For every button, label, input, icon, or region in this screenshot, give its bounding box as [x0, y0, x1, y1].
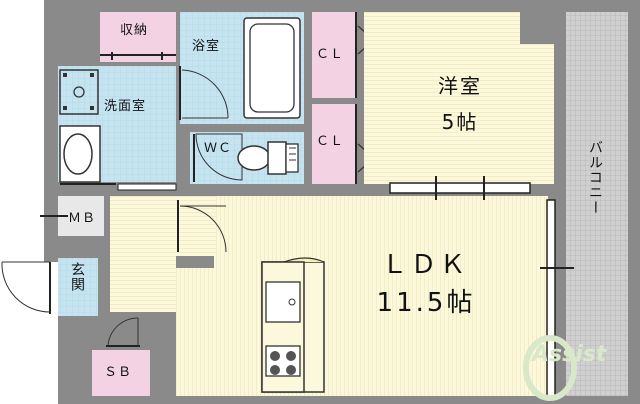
kitchen-sink [265, 281, 301, 323]
toilet-label: ＷＣ [204, 141, 233, 156]
balcony-label: バルコニー [587, 140, 603, 215]
entrance-floor [58, 258, 98, 316]
storage-label: 収納 [120, 23, 149, 38]
bathtub [243, 17, 301, 119]
shoe-box [92, 350, 150, 396]
closet-upper-label: ＣＬ [316, 47, 345, 62]
closet-lower-label: ＣＬ [316, 134, 345, 149]
bathroom-label: 浴室 [192, 39, 221, 54]
balcony-floor [566, 12, 628, 396]
washer-pan [59, 69, 99, 115]
closet-upper [312, 12, 356, 98]
closet-lower [312, 104, 356, 184]
ldk-label: ＬＤＫ [381, 250, 469, 280]
toilet-bowl [237, 145, 271, 171]
western-room-label: 洋室 [438, 74, 482, 98]
western-room-size: 5帖 [441, 110, 479, 134]
assist-logo-text: Assist [532, 342, 607, 367]
assist-logo-mark [523, 335, 577, 401]
hallway-floor [110, 196, 176, 312]
meter-box-label: ＭＢ [68, 211, 97, 226]
ldk-size: 11.5帖 [376, 288, 476, 318]
washroom-label: 洗面室 [104, 99, 147, 114]
ldk-floor [176, 196, 548, 396]
entrance-label: 玄関 [69, 262, 85, 292]
shoe-box-label: ＳＢ [104, 365, 133, 380]
